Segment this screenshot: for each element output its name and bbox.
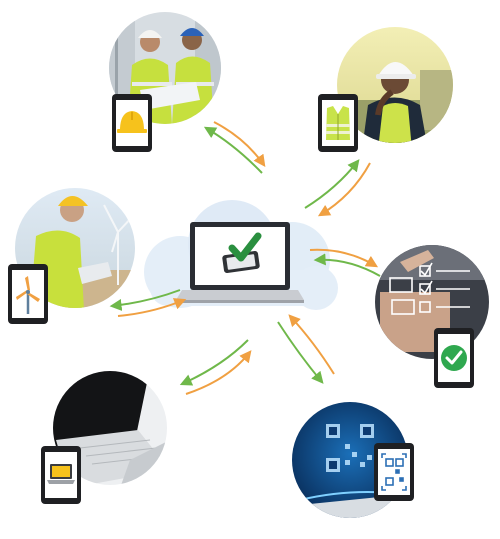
hard-hat-icon [117, 111, 147, 133]
node-tablet [112, 94, 152, 152]
node-construction-workers [109, 12, 221, 152]
check-circle-icon [441, 345, 467, 371]
node-tablet [434, 328, 474, 388]
node-wind-farm-engineer [8, 188, 135, 324]
node-tablet [41, 446, 81, 504]
digital-checklist-photo [375, 245, 489, 359]
arrow-pair-bottom-left [179, 339, 252, 395]
arrow-pair-top-left [203, 121, 266, 174]
node-tablet [8, 264, 48, 324]
hub-laptop [176, 222, 304, 303]
arrow-pair-right [309, 248, 381, 277]
wind-turbine-icon [16, 276, 40, 314]
safety-vest-icon [326, 106, 350, 140]
phone-check-icon [222, 232, 262, 274]
node-tablet [318, 94, 358, 152]
node-laptop-desk [41, 371, 167, 504]
node-worker-white-hat [318, 27, 453, 152]
qr-code-icon [381, 453, 407, 491]
node-tablet [374, 443, 414, 501]
arrow-pair-top-right [304, 159, 371, 217]
arrow-pair-left [109, 289, 187, 317]
arrows [109, 121, 381, 395]
node-qr-code [292, 402, 414, 518]
arrow-pair-bottom-right [277, 314, 335, 384]
node-digital-checklist [375, 245, 489, 388]
laptop-icon [47, 464, 75, 484]
